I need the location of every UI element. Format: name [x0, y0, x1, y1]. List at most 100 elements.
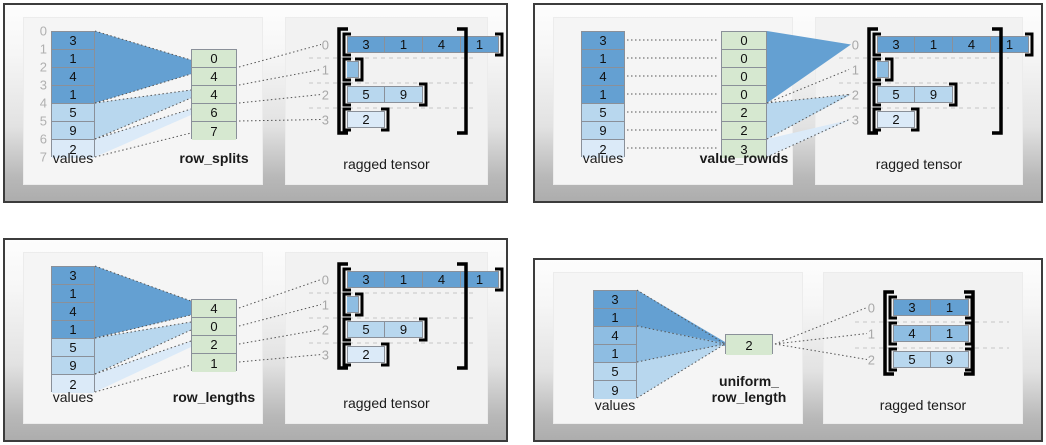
ragged-row-index: 1	[867, 326, 875, 341]
values-index-label: 1	[39, 41, 47, 57]
ragged-row: 2	[347, 111, 385, 128]
ragged-row: 2	[877, 111, 915, 128]
values-cell: 1	[594, 345, 636, 363]
encoding-cell: 2	[726, 335, 772, 355]
ragged-cell: 5	[347, 86, 385, 103]
ragged-cell: 1	[385, 36, 423, 53]
encoding-label: value_rowids	[699, 150, 789, 166]
values-cell: 2	[582, 140, 624, 158]
ragged-cell: 1	[385, 271, 423, 288]
encoding-label: uniform_ row_length	[711, 373, 787, 405]
ragged-cell: 4	[893, 325, 931, 342]
encoding-label: row_splits	[179, 150, 249, 166]
values-label: values	[594, 397, 636, 413]
encoding-cell: 0	[722, 68, 766, 86]
ragged-row-index: 2	[321, 87, 329, 102]
values-cell: 9	[582, 122, 624, 140]
ragged-row-index: 3	[851, 112, 859, 127]
ragged-cell-empty	[347, 61, 359, 78]
values-label: values	[52, 389, 94, 405]
ragged-cell: 5	[877, 86, 915, 103]
values-cell: 1	[594, 309, 636, 327]
ragged-cell-empty	[347, 296, 359, 313]
values-index-label: 4	[39, 95, 47, 111]
ragged-cell: 9	[931, 351, 969, 368]
values-index-label: 2	[39, 59, 47, 75]
values-cell: 4	[52, 303, 94, 321]
values-cell: 5	[52, 339, 94, 357]
ragged-row-index: 1	[851, 62, 859, 77]
ragged-cell: 3	[893, 299, 931, 316]
ragged-row-index: 2	[851, 87, 859, 102]
ragged-cell: 5	[893, 351, 931, 368]
ragged-cell: 4	[423, 36, 461, 53]
values-cell: 1	[52, 86, 94, 104]
ragged-cell: 1	[915, 36, 953, 53]
encoding-cell: 4	[192, 86, 236, 104]
ragged-cell: 1	[931, 299, 969, 316]
encoding-cell: 0	[722, 50, 766, 68]
ragged-cell: 2	[877, 111, 915, 128]
ragged-cell: 9	[915, 86, 953, 103]
values-cell: 1	[582, 86, 624, 104]
values-cell: 4	[582, 68, 624, 86]
values-cell: 9	[52, 122, 94, 140]
ragged-row-index: 1	[321, 297, 329, 312]
ragged-row-index: 0	[867, 300, 875, 315]
values-index-label: 5	[39, 113, 47, 129]
ragged-cell: 1	[991, 36, 1029, 53]
encoding-cell: 3	[722, 140, 766, 158]
encoding-cell: 1	[192, 354, 236, 372]
ragged-cell: 1	[461, 36, 499, 53]
ragged-cell: 3	[877, 36, 915, 53]
ragged-cell: 9	[385, 86, 423, 103]
encoding-cell: 6	[192, 104, 236, 122]
ragged-cell: 1	[931, 325, 969, 342]
values-index-label: 0	[39, 23, 47, 39]
ragged-cell: 5	[347, 321, 385, 338]
values-cell: 1	[582, 50, 624, 68]
values-index-label: 7	[39, 149, 47, 165]
ragged-cell: 3	[347, 36, 385, 53]
encoding-cell: 2	[722, 122, 766, 140]
encoding-cell: 4	[192, 68, 236, 86]
ragged-tensor-label: ragged tensor	[343, 395, 430, 411]
values-cell: 9	[52, 357, 94, 375]
values-cell: 4	[52, 68, 94, 86]
ragged-cell: 4	[953, 36, 991, 53]
values-cell: 3	[582, 32, 624, 50]
encoding-cell: 0	[192, 318, 236, 336]
ragged-tensor-label: ragged tensor	[875, 156, 963, 172]
values-cell: 4	[594, 327, 636, 345]
values-cell: 3	[52, 32, 94, 50]
ragged-row-index: 3	[321, 347, 329, 362]
encoding-cell: 2	[722, 104, 766, 122]
ragged-row-index: 2	[321, 322, 329, 337]
values-cell: 5	[52, 104, 94, 122]
encoding-cell: 4	[192, 300, 236, 318]
encoding-cell: 7	[192, 122, 236, 140]
ragged-row-index: 2	[867, 352, 875, 367]
values-cell: 1	[52, 50, 94, 68]
ragged-cell: 3	[347, 271, 385, 288]
values-cell: 2	[52, 375, 94, 393]
encoding-cell: 0	[722, 32, 766, 50]
ragged-row-index: 0	[321, 37, 329, 52]
